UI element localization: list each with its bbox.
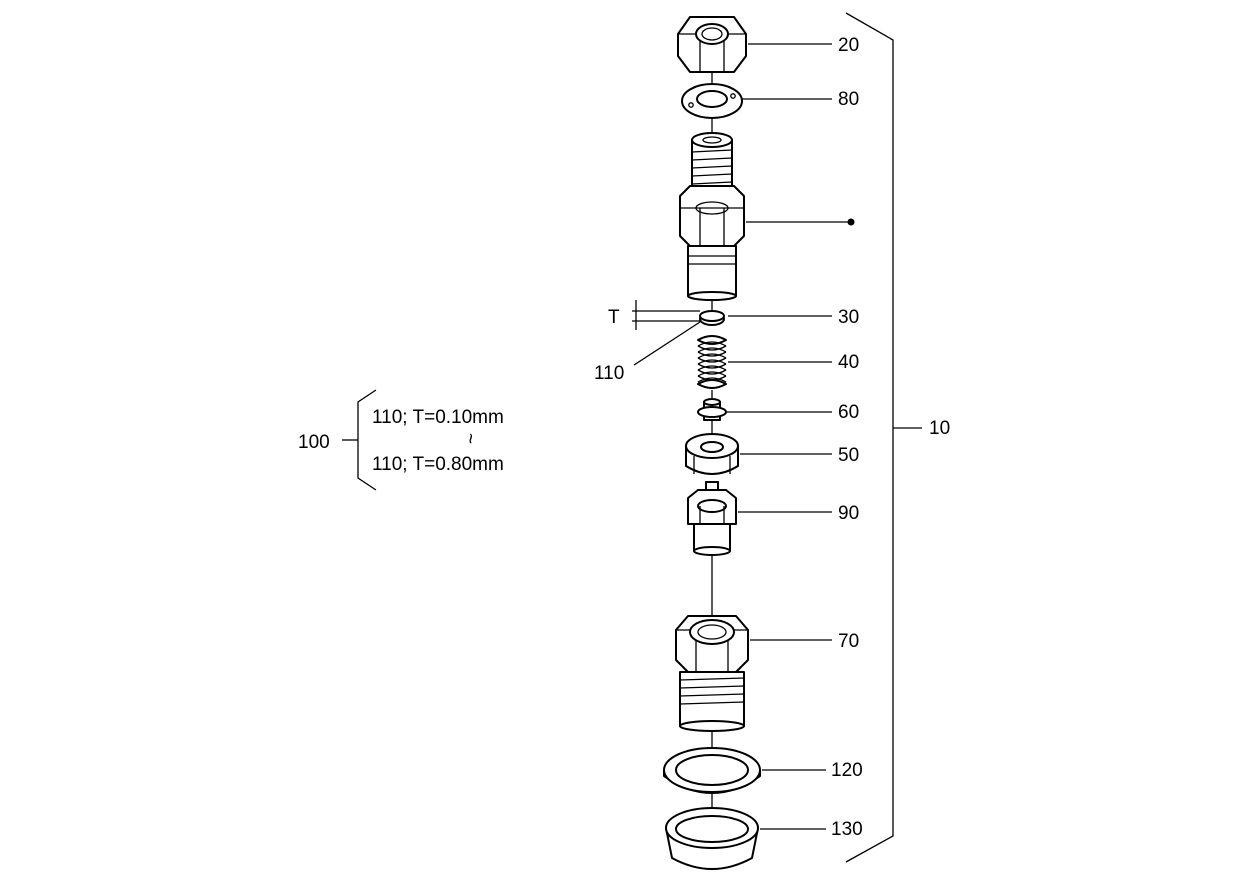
callout-120: 120 [831, 760, 863, 781]
callout-110: 110 [594, 363, 624, 384]
note-brace-100 [342, 389, 377, 491]
part-50-seat-ring [685, 433, 739, 475]
assembly-bracket-10 [845, 12, 922, 863]
callout-10: 10 [929, 418, 950, 439]
part-80-washer [681, 83, 743, 119]
thickness-t-label: T [608, 307, 620, 328]
callout-60: 60 [838, 402, 859, 423]
part-90-valve-holder [687, 481, 737, 556]
note-tilde: ~ [459, 433, 480, 444]
callout-80: 80 [838, 89, 859, 110]
reference-dot [847, 218, 855, 226]
callout-30: 30 [838, 307, 859, 328]
note-line-2: 110; T=0.80mm [372, 454, 504, 475]
part-40-spring [697, 335, 727, 389]
leader-lines [632, 43, 848, 830]
part-60-valve-element [697, 398, 727, 421]
note-ref-100: 100 [298, 432, 330, 453]
note-line-1: 110; T=0.10mm [372, 407, 504, 428]
part-120-gasket [663, 747, 761, 794]
part-20-hex-nut [677, 16, 747, 73]
callout-50: 50 [838, 445, 859, 466]
callout-40: 40 [838, 352, 859, 373]
part-130-seal-cup [665, 807, 759, 870]
callout-130: 130 [831, 819, 863, 840]
callout-90: 90 [838, 503, 859, 524]
callout-70: 70 [838, 631, 859, 652]
part-valve-body [679, 132, 745, 301]
part-30-shim [699, 310, 725, 326]
callout-20: 20 [838, 35, 859, 56]
part-70-hex-union [675, 615, 749, 732]
